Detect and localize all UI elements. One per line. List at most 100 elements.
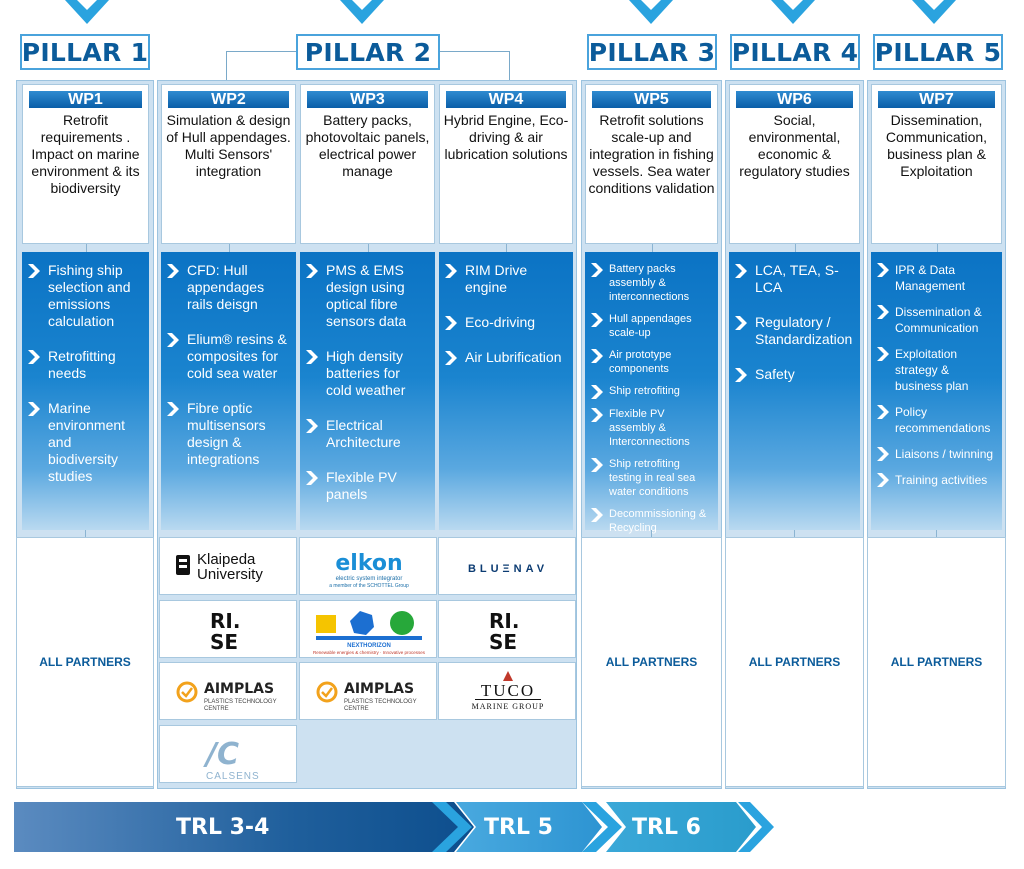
wp3-header-card: WP3 Battery packs, photovoltaic panels, … bbox=[300, 84, 435, 244]
elkon-name: elkon bbox=[335, 551, 402, 576]
trl-chevron-1 bbox=[432, 802, 472, 852]
chevron-right-icon bbox=[591, 408, 603, 422]
list-item: PMS & EMS design using optical fibre sen… bbox=[306, 262, 429, 330]
list-item: Dissemination & Communication bbox=[877, 304, 996, 336]
list-item: Eco-driving bbox=[445, 314, 567, 331]
chevron-down-icon bbox=[912, 0, 956, 24]
list-item-label: Regulatory / Standardization bbox=[755, 314, 853, 347]
chevron-right-icon bbox=[735, 316, 747, 330]
rise-line2: SE bbox=[210, 630, 238, 654]
chevron-down-icon bbox=[629, 0, 673, 24]
wp7-column: WP7 Dissemination, Communication, busine… bbox=[871, 84, 1002, 534]
chevron-right-icon bbox=[306, 264, 318, 278]
list-item: Liaisons / twinning bbox=[877, 446, 996, 462]
partners-label: ALL PARTNERS bbox=[39, 655, 131, 669]
chevron-right-icon bbox=[28, 402, 40, 416]
wp7-partners-card: ALL PARTNERS bbox=[867, 537, 1006, 787]
wp4-task-list: RIM Drive engine Eco-driving Air Lubrifi… bbox=[439, 252, 573, 530]
pillar-3-header: PILLAR 3 bbox=[587, 34, 717, 70]
nexthorizon-sub: Renewable energies & chemistry · Innovat… bbox=[313, 650, 426, 655]
list-item: Air prototype components bbox=[591, 348, 712, 376]
chevron-right-icon bbox=[735, 264, 747, 278]
chevron-right-icon bbox=[591, 385, 603, 399]
elkon-logo: elkon electric system integrator a membe… bbox=[299, 537, 437, 595]
wp6-tag: WP6 bbox=[736, 91, 853, 108]
tuco-sub: MARINE GROUP bbox=[472, 702, 545, 711]
nexthorizon-logo: NEXTHORIZON Renewable energies & chemist… bbox=[299, 600, 437, 658]
wp1-connector-line bbox=[85, 244, 87, 252]
aimplas-logo: AIMPLAS PLASTICS TECHNOLOGY CENTRE bbox=[159, 662, 297, 720]
partners-label: ALL PARTNERS bbox=[748, 655, 841, 669]
list-item: Ship retrofiting testing in real sea wat… bbox=[591, 457, 712, 499]
pillar-2-connector-left bbox=[226, 51, 296, 84]
wp6-header-card: WP6 Social, environmental, economic & re… bbox=[729, 84, 860, 244]
list-item: Ship retrofiting bbox=[591, 384, 712, 399]
wp4-connector-line bbox=[506, 244, 507, 252]
aimplas-logo-2: AIMPLAS PLASTICS TECHNOLOGY CENTRE bbox=[299, 662, 437, 720]
chevron-down-icon bbox=[771, 0, 815, 24]
trl-segment-2 bbox=[456, 802, 602, 852]
list-item-label: Safety bbox=[755, 366, 795, 382]
pillar-2-header: PILLAR 2 bbox=[296, 34, 440, 70]
chevron-right-icon bbox=[445, 316, 457, 330]
list-item: Marine environment and biodiversity stud… bbox=[28, 400, 143, 485]
klaipeda-university-logo: Klaipeda University bbox=[159, 537, 297, 595]
wp1-header-card: WP1 Retrofit requirements . Impact on ma… bbox=[22, 84, 149, 244]
chevron-right-icon bbox=[306, 419, 318, 433]
pillar-1-header: PILLAR 1 bbox=[20, 34, 150, 70]
list-item: CFD: Hull appendages rails deisgn bbox=[167, 262, 290, 313]
wp6-column: WP6 Social, environmental, economic & re… bbox=[729, 84, 860, 534]
chevron-right-icon bbox=[445, 351, 457, 365]
rise-line1: RI. bbox=[210, 609, 240, 633]
wp3-tag: WP3 bbox=[307, 91, 428, 108]
partners-label: ALL PARTNERS bbox=[605, 655, 698, 669]
list-item-label: Training activities bbox=[895, 473, 988, 487]
rise-logo-2: RI. SE bbox=[438, 600, 576, 658]
wp2-column: WP2 Simulation & design of Hull appendag… bbox=[161, 84, 296, 534]
wp4-tag: WP4 bbox=[446, 91, 566, 108]
trl-stage-3: TRL 6 bbox=[632, 815, 701, 840]
wp6-title: Social, environmental, economic & regula… bbox=[739, 112, 850, 179]
list-item-label: CFD: Hull appendages rails deisgn bbox=[187, 262, 265, 312]
list-item-label: Battery packs assembly & interconnection… bbox=[609, 263, 690, 303]
wp7-connector-line bbox=[936, 244, 938, 252]
list-item-label: IPR & Data Management bbox=[895, 263, 966, 293]
list-item: Retrofitting needs bbox=[28, 348, 143, 382]
list-item-label: Liaisons / twinning bbox=[895, 447, 994, 461]
wp5-tag: WP5 bbox=[592, 91, 711, 108]
list-item-label: Policy recommendations bbox=[895, 405, 991, 435]
trl-stage-1: TRL 3-4 bbox=[176, 815, 270, 840]
wp4-column: WP4 Hybrid Engine, Eco-driving & air lub… bbox=[439, 84, 573, 534]
chevron-right-icon bbox=[877, 263, 889, 277]
list-item: Fibre optic multisensors design & integr… bbox=[167, 400, 290, 468]
trl-progression-bar bbox=[14, 802, 774, 852]
wp7-title: Dissemination, Communication, business p… bbox=[885, 112, 988, 179]
wp1-title: Retrofit requirements . Impact on marine… bbox=[31, 112, 140, 196]
wp7-partner-connector bbox=[936, 530, 937, 538]
list-item-label: Elium® resins & composites for cold sea … bbox=[187, 331, 287, 381]
list-item-label: Eco-driving bbox=[465, 314, 536, 330]
chevron-right-icon bbox=[877, 447, 889, 461]
list-item-label: Flexible PV panels bbox=[326, 469, 397, 502]
wp1-partners-card: ALL PARTNERS bbox=[16, 537, 154, 787]
chevron-right-icon bbox=[591, 349, 603, 363]
wp6-task-list: LCA, TEA, S-LCA Regulatory / Standardiza… bbox=[729, 252, 860, 530]
trl-segment-1 bbox=[14, 802, 474, 852]
calsens-name: CALSENS bbox=[206, 771, 260, 782]
chevron-right-icon bbox=[591, 508, 603, 522]
wp3-title: Battery packs, photovoltaic panels, elec… bbox=[305, 112, 430, 179]
rise-logo: RI. SE bbox=[159, 600, 297, 658]
wp5-header-card: WP5 Retrofit solutions scale-up and inte… bbox=[585, 84, 718, 244]
wp1-partner-connector bbox=[85, 530, 86, 538]
chevron-right-icon bbox=[877, 305, 889, 319]
chevron-down-icon bbox=[65, 0, 109, 24]
list-item-label: Exploitation strategy & business plan bbox=[895, 347, 969, 393]
list-item: Decommissioning & Recycling bbox=[591, 507, 712, 535]
klaipeda-line2: University bbox=[197, 566, 263, 583]
tuco-logo: TUCO MARINE GROUP bbox=[438, 662, 576, 720]
chevron-right-icon bbox=[877, 405, 889, 419]
wp4-header-card: WP4 Hybrid Engine, Eco-driving & air lub… bbox=[439, 84, 573, 244]
list-item-label: Air prototype components bbox=[609, 349, 672, 375]
list-item: LCA, TEA, S-LCA bbox=[735, 262, 854, 296]
wp5-partners-card: ALL PARTNERS bbox=[581, 537, 722, 787]
